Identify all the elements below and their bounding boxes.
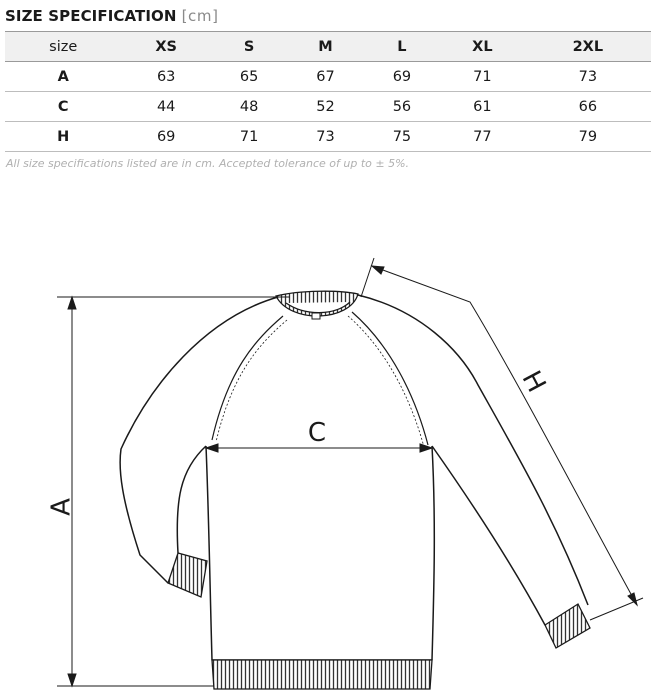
sweatshirt-outline bbox=[119, 294, 589, 661]
table-row: C 44 48 52 56 61 66 bbox=[5, 92, 651, 122]
table-cell: 73 bbox=[578, 68, 598, 85]
row-label: C bbox=[57, 98, 69, 115]
dim-h-label: H bbox=[516, 366, 552, 397]
table-cell: 61 bbox=[473, 98, 492, 115]
row-label: A bbox=[57, 68, 69, 85]
table-cell: 56 bbox=[392, 98, 412, 115]
table-cell: 71 bbox=[473, 68, 492, 85]
table-cell: 65 bbox=[239, 68, 259, 85]
column-header: size bbox=[49, 38, 78, 55]
dim-h-arrow-top bbox=[370, 265, 385, 275]
dim-c-arrow-left bbox=[204, 443, 219, 453]
column-header: S bbox=[243, 38, 255, 55]
dim-h-line bbox=[371, 265, 638, 606]
dim-c-label: C bbox=[308, 418, 326, 448]
table-cell: 63 bbox=[156, 68, 176, 85]
column-header: M bbox=[318, 38, 333, 55]
table-cell: 79 bbox=[578, 128, 598, 145]
size-table: size XS S M L XL 2XL A 63 65 67 69 71 73… bbox=[5, 31, 651, 152]
dim-a-arrow-top bbox=[67, 295, 77, 310]
tolerance-note: All size specifications listed are in cm… bbox=[6, 157, 410, 170]
dim-h-guide-top bbox=[360, 257, 375, 298]
column-header: L bbox=[397, 38, 407, 55]
table-cell: 69 bbox=[392, 68, 412, 85]
dim-c-arrow-right bbox=[419, 443, 434, 453]
column-header: 2XL bbox=[572, 38, 604, 55]
table-header-row: size XS S M L XL 2XL bbox=[5, 31, 651, 62]
table-row: A 63 65 67 69 71 73 bbox=[5, 62, 651, 92]
label-tag-icon bbox=[311, 312, 321, 320]
hem-rib bbox=[211, 659, 433, 690]
table-cell: 48 bbox=[239, 98, 259, 115]
table-cell: 73 bbox=[316, 128, 335, 145]
dim-a-arrow-bottom bbox=[67, 673, 77, 688]
table-cell: 77 bbox=[473, 128, 492, 145]
column-header: XL bbox=[472, 38, 493, 55]
table-cell: 75 bbox=[392, 128, 412, 145]
row-label: H bbox=[57, 128, 70, 145]
size-spec-title: SIZE SPECIFICATION[cm] bbox=[5, 7, 219, 25]
left-cuff-rib bbox=[167, 552, 208, 598]
column-header: XS bbox=[155, 38, 177, 55]
table-cell: 44 bbox=[156, 98, 176, 115]
table-cell: 71 bbox=[239, 128, 259, 145]
title-text: SIZE SPECIFICATION bbox=[5, 7, 177, 25]
dimension-lines bbox=[57, 257, 644, 688]
unit-label: [cm] bbox=[181, 7, 219, 25]
ribbing bbox=[167, 290, 591, 690]
table-row: H 69 71 73 75 77 79 bbox=[5, 122, 651, 152]
dim-h-arrow-bottom bbox=[627, 592, 638, 607]
table-cell: 67 bbox=[316, 68, 335, 85]
dim-a-label: A bbox=[47, 498, 77, 516]
table-cell: 66 bbox=[578, 98, 598, 115]
table-cell: 52 bbox=[316, 98, 335, 115]
table-cell: 69 bbox=[156, 128, 176, 145]
right-cuff-rib bbox=[544, 603, 591, 649]
